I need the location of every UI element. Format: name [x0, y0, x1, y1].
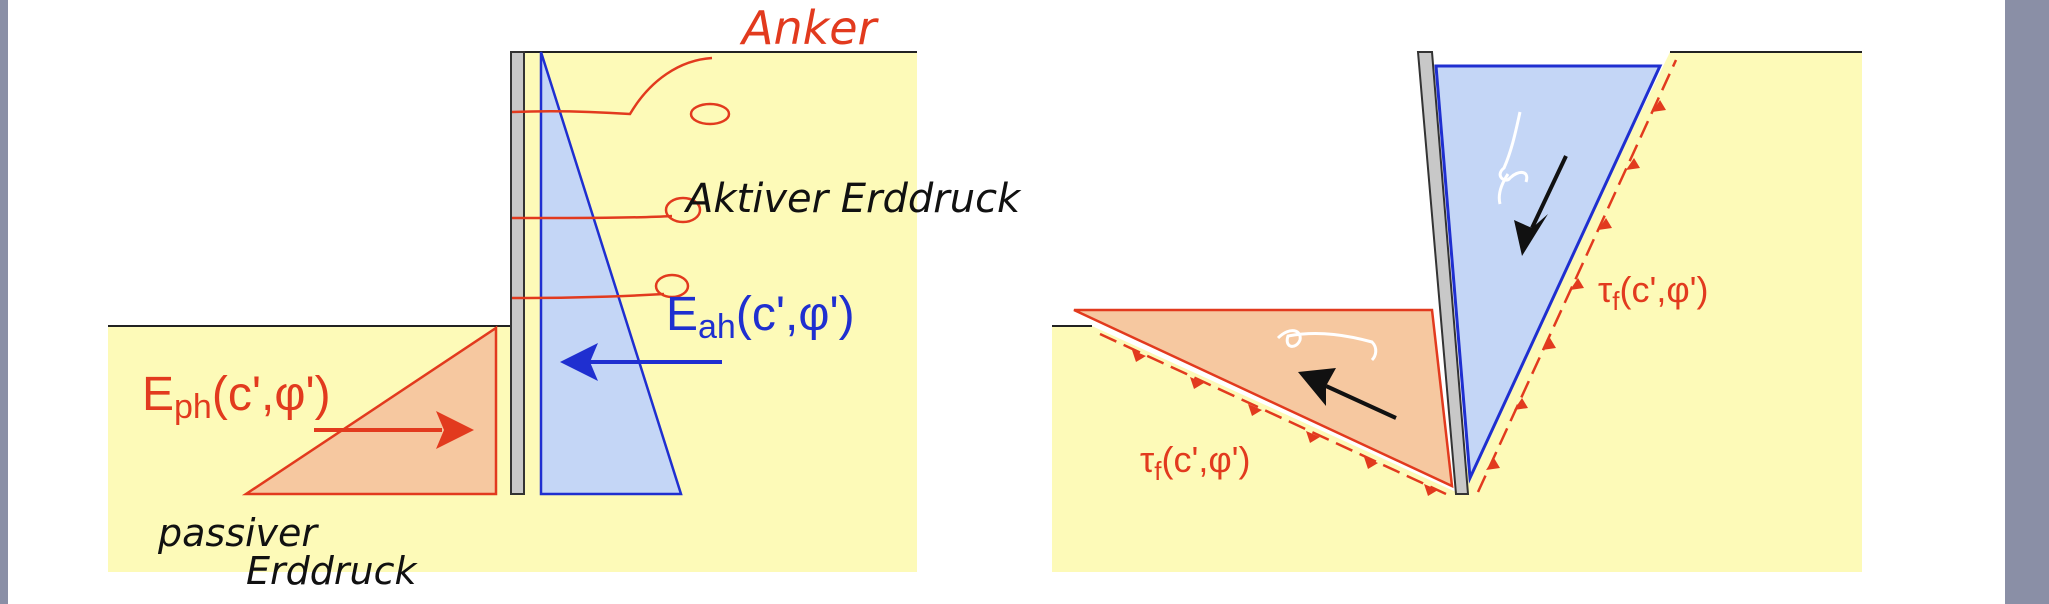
passive-sliding-wedge — [1073, 308, 1454, 489]
passive-sliding-arrow — [1325, 384, 1397, 420]
anchor-bottom-head — [654, 273, 690, 299]
sliding-arrow-icon — [1298, 368, 1336, 406]
passive-annotation-line2: Erddruck — [246, 549, 418, 593]
passive-wedge — [241, 325, 498, 496]
shear-arrowhead-icon — [1598, 218, 1612, 230]
shear-arrows-left — [1132, 350, 1438, 496]
shear-arrowhead-icon — [1306, 431, 1320, 443]
window-frame-right — [2005, 0, 2049, 604]
left-diagram: Eah(c',φ') Eph(c',φ') — [108, 51, 917, 572]
passive-force-label: Eph(c',φ') — [142, 368, 331, 426]
shear-arrowhead-icon — [1626, 158, 1640, 170]
window-frame-left — [0, 0, 8, 604]
active-force-label: Eah(c',φ') — [666, 288, 855, 346]
anchor-middle-head — [664, 196, 702, 224]
anchor-middle — [511, 214, 673, 220]
shear-arrowhead-icon — [1132, 350, 1146, 362]
active-sliding-arrow — [1530, 155, 1568, 229]
anchor-annotation: Anker — [739, 1, 880, 55]
passive-force-arrowhead — [436, 411, 474, 449]
active-force-arrowhead — [560, 343, 598, 381]
active-pressure-annotation: Aktiver Erddruck — [683, 176, 1022, 222]
shear-arrowhead-icon — [1514, 398, 1528, 410]
shear-arrowhead-icon — [1486, 458, 1500, 470]
sliding-surface-right — [1476, 59, 1678, 493]
shear-arrows-right — [1486, 100, 1666, 470]
shear-arrowhead-icon — [1248, 404, 1262, 416]
white-scribble-top — [1497, 111, 1529, 205]
sliding-surface-left — [1099, 332, 1447, 496]
shear-label-left: τf(c',φ') — [1140, 439, 1251, 486]
retaining-wall — [510, 51, 525, 495]
shear-label-right: τf(c',φ') — [1598, 269, 1709, 316]
soil-body-right — [1052, 52, 1862, 572]
shear-arrowhead-icon — [1570, 278, 1584, 290]
anchor-bottom — [511, 292, 665, 300]
active-sliding-wedge — [1434, 64, 1663, 484]
right-diagram: τf(c',φ') τf(c',φ') — [1052, 51, 1862, 572]
active-wedge — [539, 51, 683, 496]
shear-arrowhead-icon — [1542, 338, 1556, 350]
anchor-top-head — [689, 102, 731, 126]
shear-arrowhead-icon — [1652, 100, 1666, 112]
inclined-wall — [1416, 51, 1470, 495]
shear-arrowhead-icon — [1364, 457, 1378, 469]
shear-arrowhead-icon — [1424, 484, 1438, 496]
shear-arrowhead-icon — [1190, 377, 1204, 389]
anchor-top — [511, 56, 713, 116]
sliding-arrow-icon — [1514, 214, 1548, 256]
passive-annotation-line1: passiver — [157, 511, 319, 555]
white-scribble-bottom — [1276, 329, 1378, 362]
